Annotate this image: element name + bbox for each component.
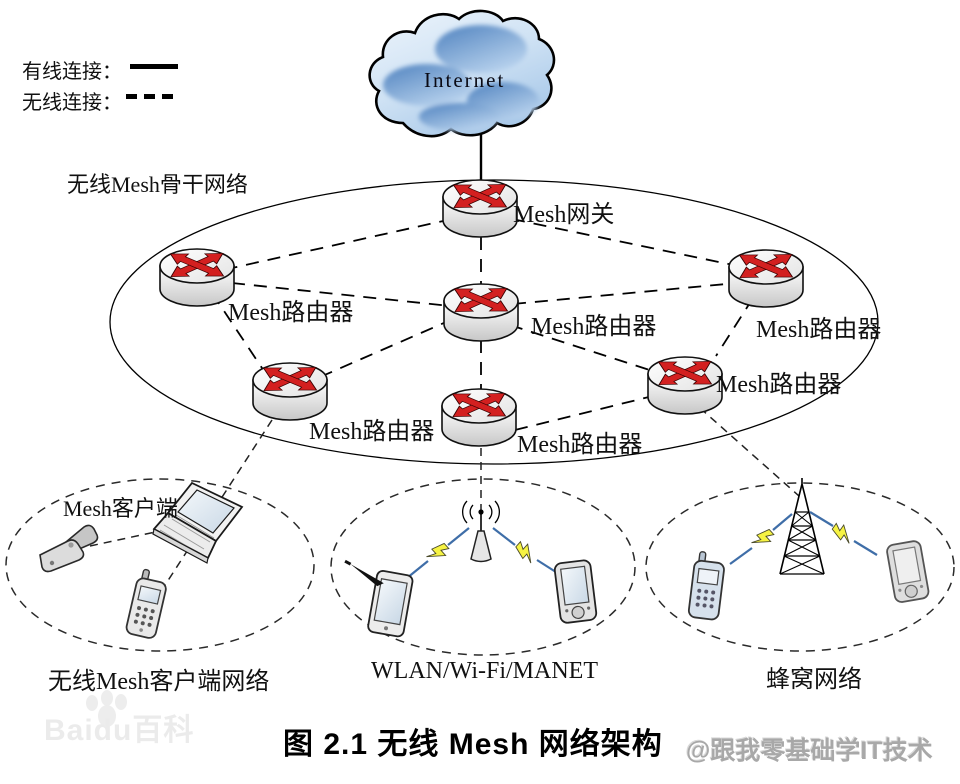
mesh-router-icon xyxy=(647,355,723,415)
paw-icon xyxy=(86,690,127,727)
lightning-icon xyxy=(512,538,540,566)
flip-phone-icon xyxy=(39,524,99,573)
lightning-icon xyxy=(424,539,452,567)
radio-links xyxy=(406,527,560,579)
lightning-icon xyxy=(749,525,777,553)
mesh-client-network-ellipse xyxy=(5,478,315,652)
gateway-label: Mesh网关 xyxy=(513,202,615,228)
figure-caption: 图 2.1 无线 Mesh 网络架构 xyxy=(283,728,663,761)
credit-watermark: @跟我零基础学IT技术 xyxy=(686,737,933,765)
wireless-links xyxy=(211,218,754,431)
mesh-client-label: Mesh客户端 xyxy=(63,496,178,521)
mesh-router-icon xyxy=(441,387,517,447)
router-label: Mesh路由器 xyxy=(531,314,657,340)
internet-cloud-icon xyxy=(368,9,556,138)
internet-label: Internet xyxy=(424,68,506,92)
router-label: Mesh路由器 xyxy=(517,432,643,458)
legend-wired-label: 有线连接： xyxy=(22,61,122,83)
mesh-router-icon xyxy=(159,247,235,307)
wlan-network-label: WLAN/Wi-Fi/MANET xyxy=(371,658,599,684)
pda-icon xyxy=(553,559,598,624)
mesh-router-icon xyxy=(728,248,804,308)
pda-icon xyxy=(886,540,930,603)
radio-links xyxy=(729,511,878,565)
cell-tower-icon xyxy=(779,478,825,575)
router-label: Mesh路由器 xyxy=(228,300,354,326)
router-label: Mesh路由器 xyxy=(716,372,842,398)
mesh-gateway-icon xyxy=(442,178,518,238)
backbone-label: 无线Mesh骨干网络 xyxy=(67,172,248,197)
lightning-icon xyxy=(829,520,857,546)
mesh-router-icon xyxy=(443,282,519,342)
mobile-phone-icon xyxy=(687,551,725,621)
wired-line-swatch xyxy=(130,64,178,69)
mobile-phone-icon xyxy=(125,568,167,639)
access-point-icon xyxy=(461,500,501,563)
backbone-ellipse xyxy=(109,179,879,465)
mesh-client-network-label: 无线Mesh客户端网络 xyxy=(48,669,270,695)
cellular-network-label: 蜂窝网络 xyxy=(766,667,862,693)
router-label: Mesh路由器 xyxy=(756,317,882,343)
baidu-baike-watermark: Baidu百科 xyxy=(44,714,195,747)
router-label: Mesh路由器 xyxy=(309,419,435,445)
wireless-line-swatch xyxy=(126,94,178,99)
wlan-network-ellipse xyxy=(330,478,636,656)
legend-wireless-label: 无线连接： xyxy=(22,92,122,114)
cellular-network-ellipse xyxy=(645,482,955,652)
laptop-icon xyxy=(152,481,244,564)
pda-stylus-icon xyxy=(344,559,414,638)
